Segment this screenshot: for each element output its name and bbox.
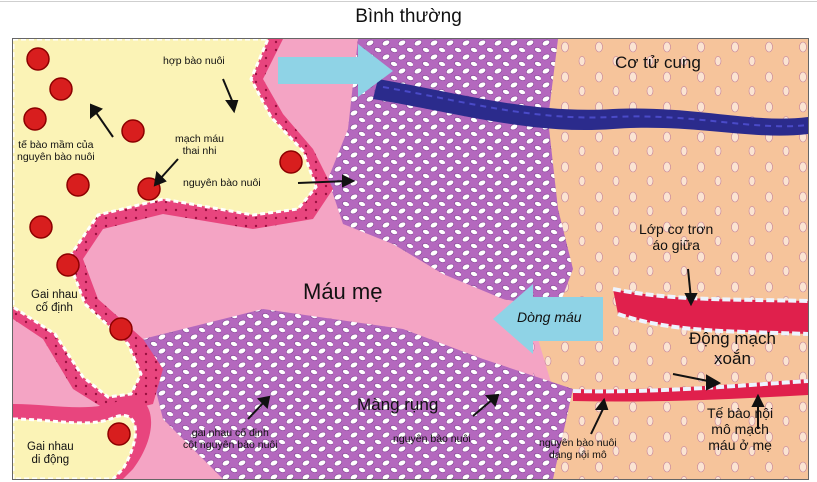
label-te-bao-noi-mo: Tế bào nội mô mạch máu ở mẹ bbox=[707, 405, 773, 453]
label-mach-mau-thai-nhi: mạch máu thai nhi bbox=[175, 133, 224, 157]
label-mang-rung: Màng rụng bbox=[357, 395, 438, 415]
label-dong-mach-xoan: Động mạch xoắn bbox=[689, 329, 776, 368]
label-gai-nhau-di-dong: Gai nhau di động bbox=[27, 441, 74, 467]
diagram-title: Bình thường bbox=[0, 6, 817, 28]
label-gai-nhau-cot: gai nhau cố định cột nguyên bào nuôi bbox=[183, 427, 278, 451]
top-divider bbox=[0, 1, 817, 2]
label-nguyen-bao-nuoi-mid: nguyên bào nuôi bbox=[393, 433, 471, 445]
label-hop-bao-nuoi: hợp bào nuôi bbox=[163, 55, 225, 67]
label-co-tu-cung: Cơ tử cung bbox=[615, 53, 701, 73]
label-gai-nhau-co-dinh: Gai nhau cố định bbox=[31, 289, 78, 315]
label-lop-co-tron: Lớp cơ trơn áo giữa bbox=[639, 221, 713, 253]
label-te-bao-mam: tế bào mầm của nguyên bào nuôi bbox=[17, 139, 95, 163]
label-dong-mau: Dòng máu bbox=[517, 309, 582, 325]
label-nguyen-bao-nuoi-noi-mo: nguyên bào nuôi dạng nội mô bbox=[539, 437, 617, 461]
label-nguyen-bao-nuoi-top: nguyên bào nuôi bbox=[183, 177, 261, 189]
label-mau-me: Máu mẹ bbox=[303, 279, 382, 304]
diagram-frame: hợp bào nuôi tế bào mầm của nguyên bào n… bbox=[12, 38, 809, 480]
